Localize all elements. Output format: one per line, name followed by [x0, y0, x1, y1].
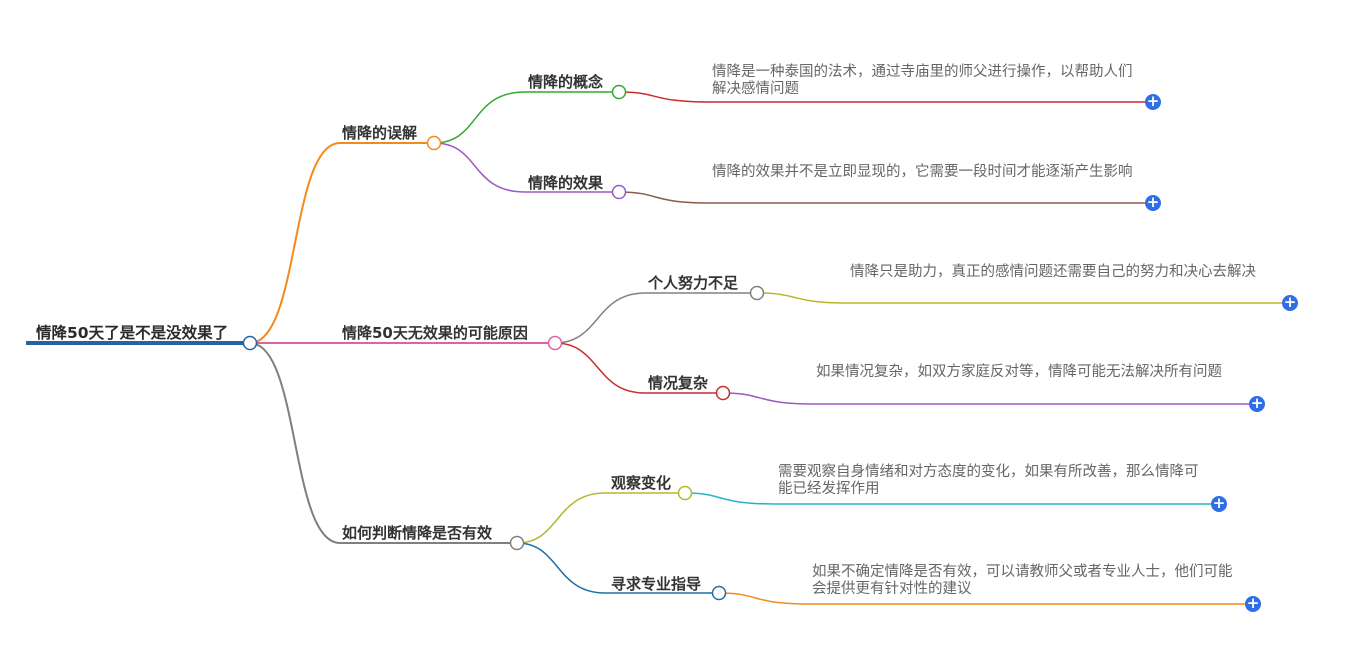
leaf-text-observe-changes[interactable]: 需要观察自身情绪和对方态度的变化，如果有所改善，那么情降可能已经发挥作用: [778, 464, 1199, 497]
plus-circle-icon[interactable]: +: [1249, 394, 1265, 412]
connector-leaf-1-2: [618, 191, 1153, 204]
connector-leaf-2-2: [722, 392, 1257, 405]
connector-branch-2-child-2: [554, 342, 723, 394]
plus-circle-icon[interactable]: +: [1145, 92, 1161, 110]
connector-leaf-3-2: [718, 592, 1253, 605]
node-dot-child-2-1: [749, 285, 765, 301]
node-dot-child-2-2: [715, 385, 731, 401]
connector-branch-3-child-1: [516, 492, 685, 544]
leaf-text-seek-guidance[interactable]: 如果不确定情降是否有效，可以请教师父或者专业人士，他们可能会提供更有针对性的建议: [812, 564, 1233, 597]
child-topic-insufficient-effort[interactable]: 个人努力不足: [648, 274, 739, 292]
leaf-text-insufficient-effort[interactable]: 情降只是助力，真正的感情问题还需要自己的努力和决心去解决: [850, 264, 1256, 280]
plus-circle-icon[interactable]: +: [1145, 193, 1161, 211]
leaf-text-complex-situation[interactable]: 如果情况复杂，如双方家庭反对等，情降可能无法解决所有问题: [816, 364, 1222, 380]
branch-topic-how-to-judge[interactable]: 如何判断情降是否有效: [342, 524, 493, 542]
leaf-text-effect[interactable]: 情降的效果并不是立即显现的，它需要一段时间才能逐渐产生影响: [712, 164, 1133, 180]
plus-circle-icon[interactable]: +: [1282, 293, 1298, 311]
child-topic-complex-situation[interactable]: 情况复杂: [648, 374, 709, 392]
connector-leaf-2-1: [756, 292, 1290, 304]
node-dot-child-1-2: [611, 184, 627, 200]
node-dot-branch-1: [426, 135, 442, 151]
connector-root-branch-1: [249, 142, 434, 344]
node-dot-root: [242, 335, 258, 351]
child-topic-observe-changes[interactable]: 观察变化: [611, 474, 672, 492]
plus-circle-icon[interactable]: +: [1245, 594, 1261, 612]
child-topic-seek-guidance[interactable]: 寻求专业指导: [611, 575, 702, 593]
node-dot-branch-3: [509, 535, 525, 551]
connector-branch-2-child-1: [554, 292, 757, 344]
connector-root-branch-3: [249, 342, 517, 544]
leaf-text-concept[interactable]: 情降是一种泰国的法术，通过寺庙里的师父进行操作，以帮助人们解决感情问题: [712, 64, 1133, 97]
connector-branch-1-child-2: [433, 142, 619, 193]
connector-leaf-1-1: [618, 91, 1153, 103]
branch-topic-misunderstanding[interactable]: 情降的误解: [342, 124, 418, 142]
node-dot-child-3-2: [711, 585, 727, 601]
node-dot-child-1-1: [611, 84, 627, 100]
node-dot-child-3-1: [677, 485, 693, 501]
plus-circle-icon[interactable]: +: [1211, 494, 1227, 512]
connector-branch-3-child-2: [516, 542, 719, 594]
connector-branch-1-child-1: [433, 91, 619, 144]
child-topic-effect[interactable]: 情降的效果: [528, 174, 604, 192]
child-topic-concept[interactable]: 情降的概念: [528, 73, 604, 91]
branch-topic-possible-reasons[interactable]: 情降50天无效果的可能原因: [342, 324, 528, 342]
root-topic[interactable]: 情降50天了是不是没效果了: [36, 324, 229, 342]
node-dot-branch-2: [547, 335, 563, 351]
connector-leaf-3-1: [684, 492, 1219, 505]
